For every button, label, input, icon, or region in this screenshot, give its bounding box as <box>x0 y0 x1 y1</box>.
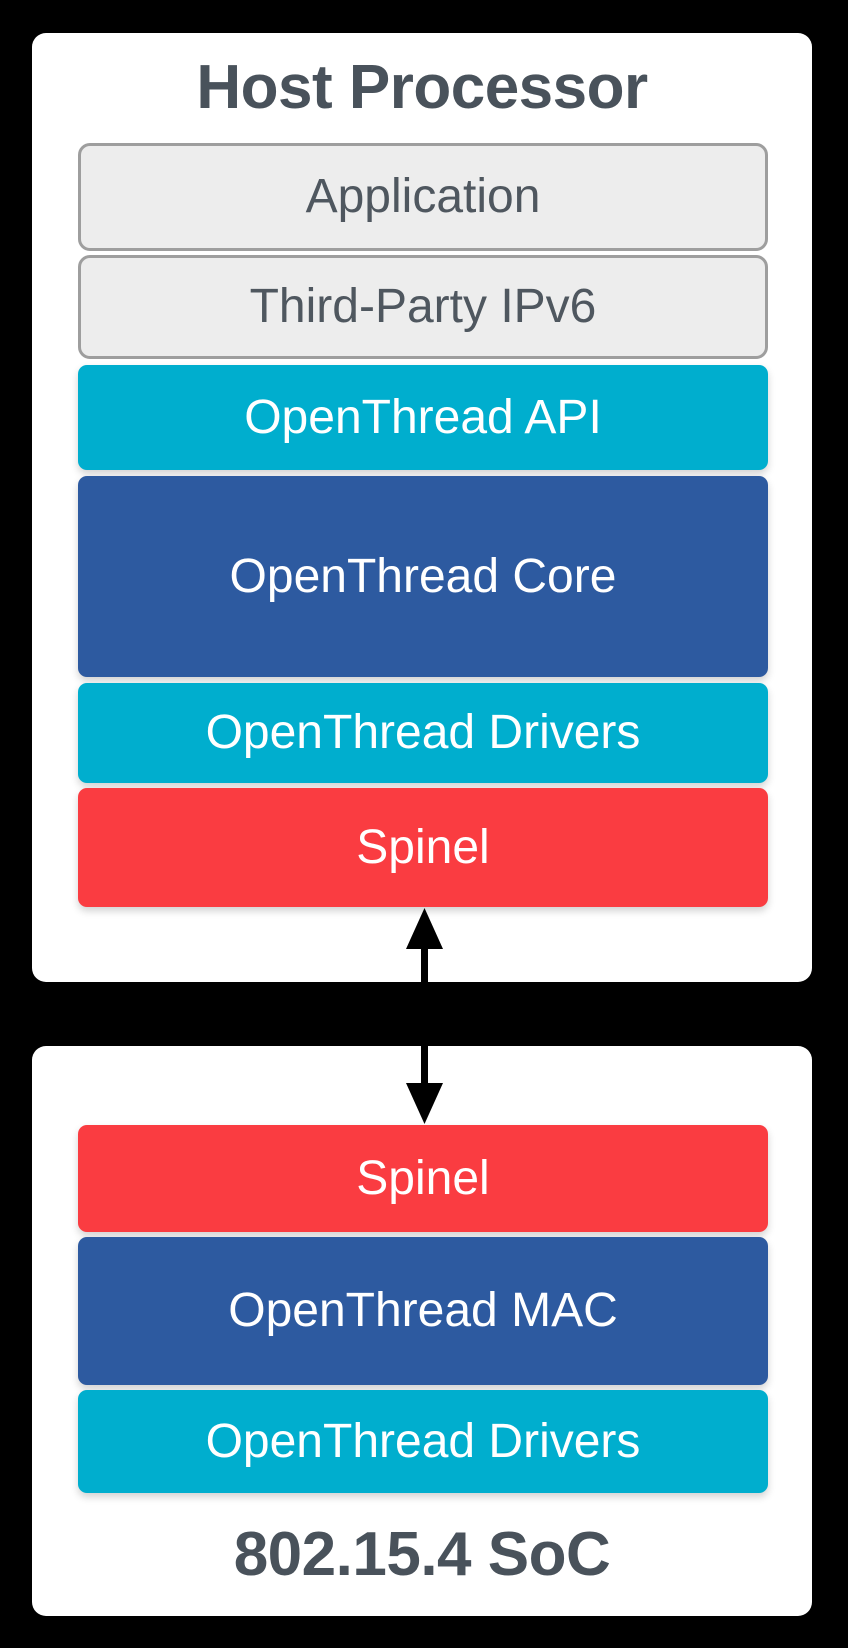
host-processor-panel: Host Processor Application Third-Party I… <box>32 33 812 982</box>
layer-openthread-core-label: OpenThread Core <box>229 549 617 603</box>
layer-openthread-drivers-soc-label: OpenThread Drivers <box>205 1414 641 1468</box>
layer-openthread-mac: OpenThread MAC <box>78 1237 768 1385</box>
layer-openthread-mac-label: OpenThread MAC <box>228 1284 618 1337</box>
layer-spinel-soc-label: Spinel <box>356 1151 490 1205</box>
layer-openthread-drivers-host: OpenThread Drivers <box>78 683 768 783</box>
layer-openthread-core: OpenThread Core <box>78 476 768 677</box>
host-processor-title: Host Processor <box>196 53 648 122</box>
layer-application: Application <box>78 143 768 251</box>
soc-title: 802.15.4 SoC <box>233 1520 611 1589</box>
layer-application-label: Application <box>305 170 541 223</box>
layer-third-party-ipv6-label: Third-Party IPv6 <box>249 280 597 333</box>
layer-spinel-soc: Spinel <box>78 1125 768 1232</box>
layer-openthread-api: OpenThread API <box>78 365 768 470</box>
layer-third-party-ipv6: Third-Party IPv6 <box>78 255 768 359</box>
layer-openthread-api-label: OpenThread API <box>244 390 602 444</box>
layer-openthread-drivers-soc: OpenThread Drivers <box>78 1390 768 1493</box>
layer-spinel-host-label: Spinel <box>356 820 490 874</box>
soc-panel: Spinel OpenThread MAC OpenThread Drivers… <box>32 1046 812 1616</box>
layer-spinel-host: Spinel <box>78 788 768 907</box>
layer-openthread-drivers-host-label: OpenThread Drivers <box>205 706 641 759</box>
